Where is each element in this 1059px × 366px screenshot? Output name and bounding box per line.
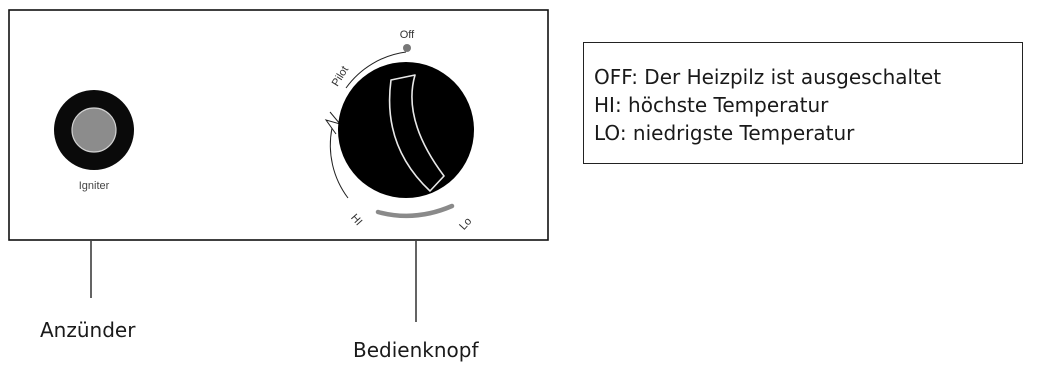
legend-line-off: OFF: Der Heizpilz ist ausgeschaltet [594,65,942,89]
igniter-callout: Anzünder [40,318,136,342]
knob-callout: Bedienknopf [353,338,479,362]
dial-scale-arc-lower [329,127,349,199]
off-indicator-dot [403,44,411,52]
igniter-button[interactable] [54,90,134,170]
igniter-label: Igniter [79,180,110,192]
legend-box: OFF: Der Heizpilz ist ausgeschaltet HI: … [583,42,1023,164]
dial-scale-arc [345,51,407,89]
igniter-center [71,107,117,153]
legend-line-hi: HI: höchste Temperatur [594,93,829,117]
dial-label-off: Off [400,29,415,41]
knob-body [338,62,474,198]
control-knob[interactable] [338,62,474,198]
legend-line-lo: LO: niedrigste Temperatur [594,121,855,145]
ignition-spark-icon [324,111,342,135]
knob-grip-icon [388,74,445,192]
temperature-range-arc [375,203,455,219]
